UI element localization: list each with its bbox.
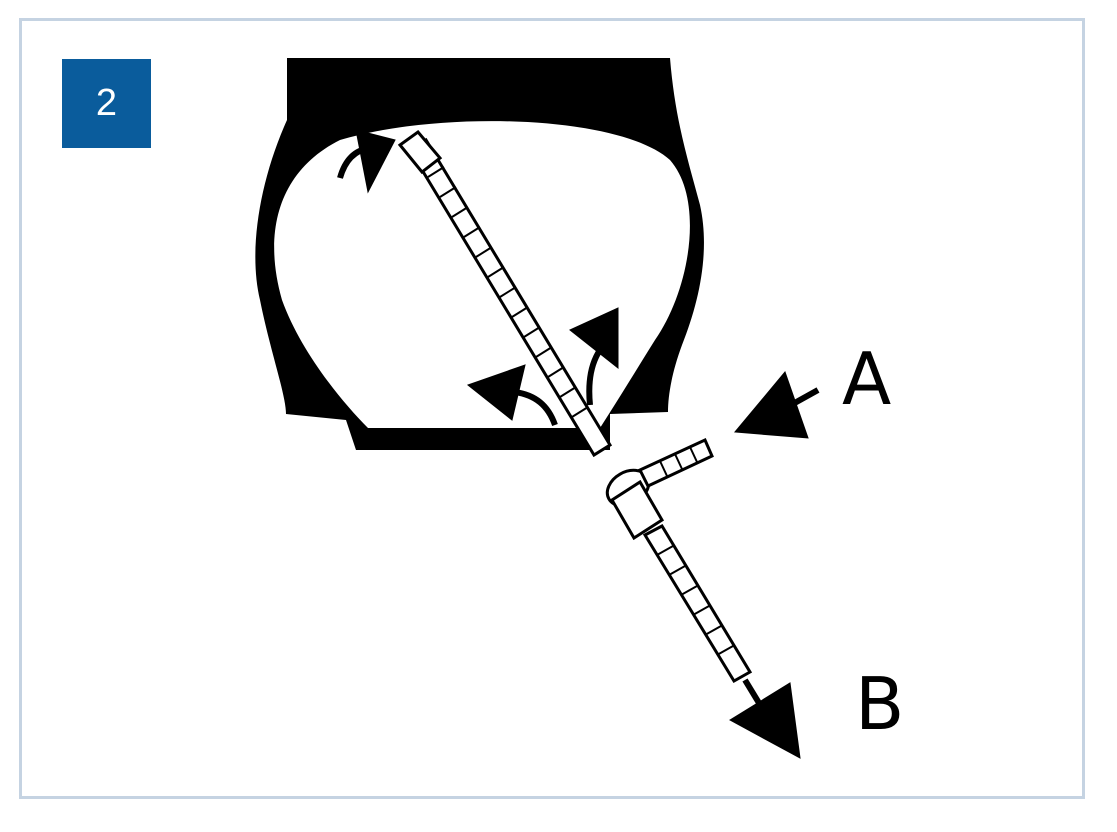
diagram-frame: [19, 18, 1085, 799]
valve-hose-icon: [397, 129, 753, 684]
label-a: A: [842, 337, 892, 421]
airflow-arrows-icon: [337, 129, 619, 427]
tube-segments-upper: [427, 166, 589, 418]
tube-segments-branch: [659, 446, 698, 477]
arrow-out-icon: [729, 678, 801, 759]
label-b: B: [855, 662, 905, 746]
tire-cross-section-icon: [255, 58, 704, 450]
tube-segments-lower: [656, 545, 734, 656]
step-number: 2: [95, 82, 118, 124]
arrow-in-icon: [733, 371, 820, 439]
step-badge: 2: [62, 59, 151, 148]
